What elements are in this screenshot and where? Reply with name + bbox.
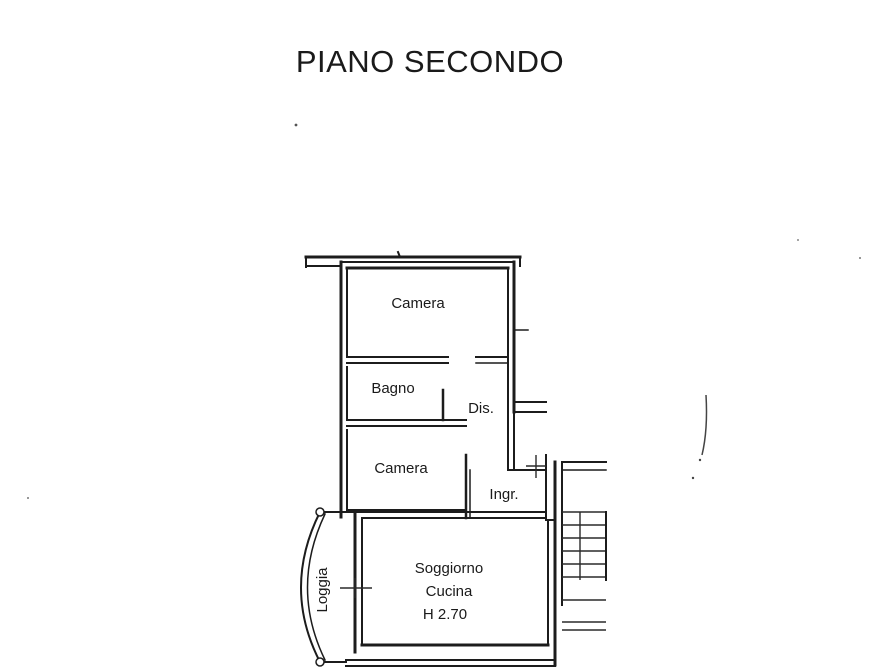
room-label-ingresso: Ingr. — [489, 486, 518, 503]
room-label-bagno: Bagno — [371, 380, 414, 397]
room-label-camera-mid: Camera — [374, 460, 428, 477]
room-label-cucina: Cucina — [426, 583, 473, 600]
room-label-height: H 2.70 — [423, 606, 467, 623]
room-label-loggia: Loggia — [314, 567, 331, 613]
interior-walls — [346, 356, 547, 520]
exterior-walls — [300, 250, 607, 667]
room-labels: Camera Bagno Dis. Camera Ingr. Soggiorno… — [314, 295, 519, 623]
room-label-soggiorno: Soggiorno — [415, 560, 483, 577]
specks — [27, 123, 861, 499]
plan-title: PIANO SECONDO — [295, 44, 565, 79]
room-label-camera-top: Camera — [391, 295, 445, 312]
room-label-dis: Dis. — [468, 400, 494, 417]
